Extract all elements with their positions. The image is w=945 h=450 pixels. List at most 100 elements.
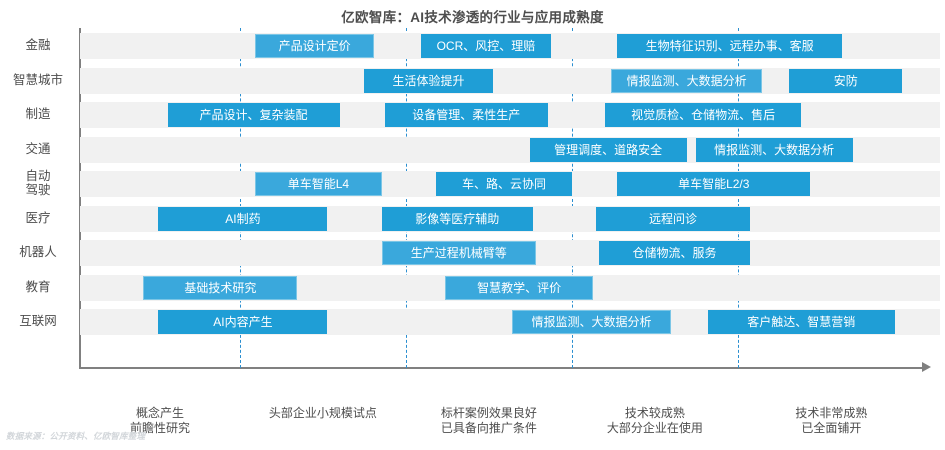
- bar-segment-label: 生产过程机械臂等: [410, 246, 507, 260]
- bar-segment-label: 情报监测、大数据分析: [714, 142, 835, 157]
- bar-segment-label: 车、路、云协同: [461, 177, 546, 191]
- bar-segment-label: 情报监测、大数据分析: [626, 73, 747, 88]
- bar-segment-label: 仓储物流、服务: [632, 246, 717, 260]
- y-label-line1: 制造: [25, 107, 51, 121]
- y-axis-label-金融: 金融: [2, 38, 74, 52]
- x-tick-line1: 头部企业小规模试点: [268, 406, 377, 420]
- bar-segment[interactable]: 影像等医疗辅助: [381, 206, 533, 231]
- bar-segment[interactable]: AI制药: [158, 206, 328, 231]
- bar-segment[interactable]: 单车智能L4: [255, 172, 382, 196]
- x-tick-line1: 技术较成熟: [624, 406, 685, 420]
- bar-segment-label: 影像等医疗辅助: [415, 211, 500, 226]
- bar-segment[interactable]: 情报监测、大数据分析: [611, 68, 763, 93]
- y-axis-label-交通: 交通: [2, 142, 74, 156]
- chart-row: 基础技术研究 智慧教学、评价: [80, 274, 940, 301]
- y-axis-label-智慧城市: 智慧城市: [2, 73, 74, 87]
- x-tick-label-0: 概念产生前瞻性研究: [75, 406, 245, 436]
- bar-segment[interactable]: 情报监测、大数据分析: [511, 310, 672, 334]
- y-axis-label-医疗: 医疗: [2, 211, 74, 225]
- y-label-line2: 驾驶: [25, 183, 51, 197]
- bar-segment-label: 生活体验提升: [392, 73, 465, 88]
- y-label-line1: 医疗: [25, 210, 51, 225]
- x-tick-label-3: 技术较成熟大部分企业在使用: [570, 406, 740, 436]
- bar-segment[interactable]: 客户触达、智慧营销: [707, 310, 895, 334]
- bar-segment-label: 智慧教学、评价: [477, 280, 562, 295]
- x-axis-arrow-icon: [922, 362, 931, 372]
- y-axis-label-机器人: 机器人: [2, 245, 74, 259]
- bar-segment[interactable]: 管理调度、道路安全: [529, 137, 687, 162]
- x-tick-line2: 已全面铺开: [801, 421, 862, 435]
- x-tick-label-4: 技术非常成熟已全面铺开: [746, 406, 916, 436]
- bar-segment-label: OCR、风控、理赔: [436, 39, 536, 53]
- bar-segment[interactable]: 基础技术研究: [143, 275, 298, 300]
- chart-row: 管理调度、道路安全 情报监测、大数据分析: [80, 136, 940, 163]
- gridline-3: [571, 28, 573, 368]
- y-axis-label-自动驾驶: 自动驾驶: [2, 169, 74, 197]
- y-label-line1: 自动: [25, 169, 51, 183]
- y-label-line1: 互联网: [19, 314, 57, 328]
- bar-segment[interactable]: 远程问诊: [596, 206, 750, 231]
- y-label-line1: 交通: [25, 141, 51, 156]
- bar-segment[interactable]: 生产过程机械臂等: [381, 241, 536, 265]
- source-footnote: 数据来源：公开资料、亿欧智库整理: [6, 431, 146, 441]
- y-axis-line: [79, 28, 81, 368]
- bar-segment[interactable]: 智慧教学、评价: [445, 275, 594, 300]
- bar-segment-label: 单车智能L4: [287, 177, 350, 191]
- y-label-line1: 智慧城市: [12, 72, 63, 87]
- chart-row: 单车智能L4 车、路、云协同 单车智能L2/3: [80, 171, 940, 197]
- bar-segment-label: 情报监测、大数据分析: [531, 315, 652, 329]
- bar-segment[interactable]: 产品设计、复杂装配: [167, 103, 340, 127]
- bar-segment-label: 设备管理、柔性生产: [412, 108, 521, 122]
- bar-segment-label: AI内容产生: [213, 315, 273, 329]
- x-axis-line: [79, 367, 924, 369]
- y-label-line1: 教育: [25, 279, 51, 294]
- y-axis-label-教育: 教育: [2, 280, 74, 294]
- y-label-line1: 金融: [25, 38, 51, 52]
- x-tick-label-2: 标杆案例效果良好已具备向推广条件: [404, 406, 574, 436]
- y-axis-label-互联网: 互联网: [2, 314, 74, 328]
- bar-segment-label: 产品设计、复杂装配: [199, 108, 308, 122]
- chart-row: 产品设计定价 OCR、风控、理赔 生物特征识别、远程办事、客服: [80, 33, 940, 59]
- bar-segment[interactable]: 生活体验提升: [363, 68, 494, 93]
- bar-segment[interactable]: 产品设计定价: [255, 34, 375, 58]
- bar-segment-label: 单车智能L2/3: [678, 177, 750, 191]
- gridline-1: [239, 28, 241, 368]
- bar-segment[interactable]: 车、路、云协同: [436, 172, 572, 196]
- bar-segment[interactable]: 情报监测、大数据分析: [695, 137, 853, 162]
- bar-segment-label: 视觉质检、仓储物流、售后: [631, 108, 776, 122]
- x-tick-line2: 前瞻性研究: [129, 421, 190, 435]
- bar-segment[interactable]: 设备管理、柔性生产: [384, 103, 548, 127]
- bar-segment-label: 生物特征识别、远程办事、客服: [645, 39, 814, 53]
- x-tick-line2: 已具备向推广条件: [440, 421, 537, 435]
- bar-segment[interactable]: 仓储物流、服务: [599, 241, 750, 265]
- bar-segment-label: 产品设计定价: [278, 39, 351, 53]
- chart-row: AI内容产生 情报监测、大数据分析 客户触达、智慧营销: [80, 309, 940, 335]
- bar-segment[interactable]: OCR、风控、理赔: [421, 34, 551, 58]
- bar-segment[interactable]: 单车智能L2/3: [617, 172, 811, 196]
- page-title: 亿欧智库：AI技术渗透的行业与应用成熟度: [341, 10, 604, 25]
- chart-row: 生活体验提升 情报监测、大数据分析 安防: [80, 67, 940, 94]
- bar-segment[interactable]: 视觉质检、仓储物流、售后: [605, 103, 802, 127]
- chart-row: AI制药 影像等医疗辅助 远程问诊: [80, 205, 940, 232]
- x-tick-line1: 概念产生: [135, 406, 184, 420]
- x-tick-line2: 大部分企业在使用: [606, 421, 703, 435]
- bar-segment-label: 远程问诊: [648, 211, 697, 226]
- bar-segment-label: AI制药: [225, 211, 261, 226]
- y-axis-label-制造: 制造: [2, 107, 74, 121]
- bar-segment-label: 管理调度、道路安全: [554, 142, 663, 157]
- gridline-4: [737, 28, 739, 368]
- bar-segment[interactable]: 生物特征识别、远程办事、客服: [617, 34, 842, 58]
- bar-segment-label: 安防: [833, 73, 858, 88]
- chart-row: 生产过程机械臂等 仓储物流、服务: [80, 240, 940, 266]
- x-tick-line1: 技术非常成熟: [795, 406, 868, 420]
- x-tick-label-1: 头部企业小规模试点: [238, 406, 408, 421]
- bar-segment-label: 客户触达、智慧营销: [747, 315, 856, 329]
- chart-row: 产品设计、复杂装配 设备管理、柔性生产 视觉质检、仓储物流、售后: [80, 102, 940, 128]
- bar-segment[interactable]: AI内容产生: [158, 310, 328, 334]
- x-tick-line1: 标杆案例效果良好: [440, 406, 537, 420]
- gridline-2: [405, 28, 407, 368]
- y-label-line1: 机器人: [19, 245, 57, 259]
- bar-segment-label: 基础技术研究: [184, 280, 257, 295]
- bar-segment[interactable]: 安防: [789, 68, 903, 93]
